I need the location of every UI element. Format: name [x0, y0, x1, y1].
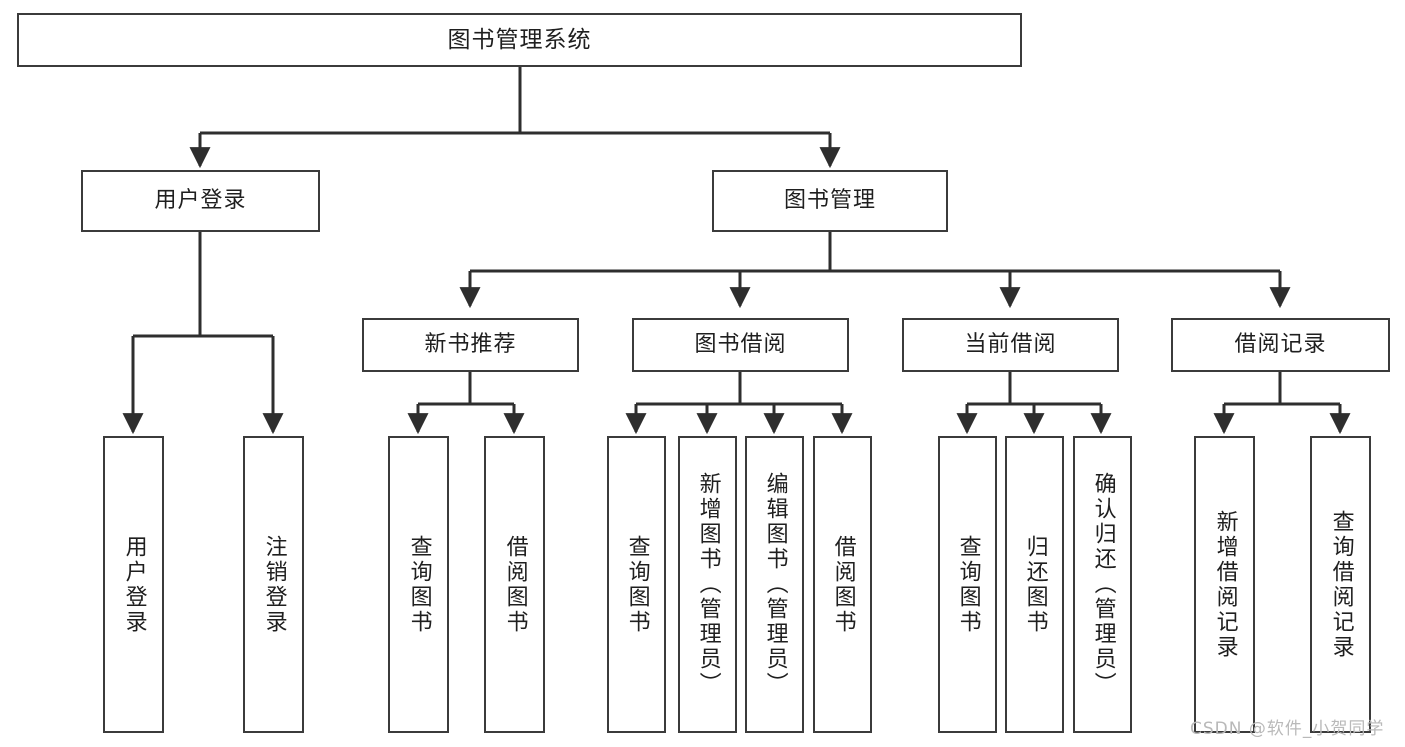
node-root-label: 图书管理系统 [447, 26, 592, 53]
node-leaf-add-borrow-record-label: 新增借阅记录 [1212, 509, 1238, 660]
node-leaf-edit-book-admin-label: 编辑图书（管理员） [762, 472, 788, 697]
node-root[interactable]: 图书管理系统 [17, 13, 1022, 67]
node-leaf-query-book-2-label: 查询图书 [624, 534, 650, 635]
node-leaf-confirm-return-admin[interactable]: 确认归还（管理员） [1073, 436, 1132, 733]
node-book-management[interactable]: 图书管理 [712, 170, 948, 232]
node-leaf-query-book-2[interactable]: 查询图书 [607, 436, 666, 733]
node-leaf-logout-login-label: 注销登录 [261, 534, 287, 635]
node-leaf-query-book-1-label: 查询图书 [406, 534, 432, 635]
node-leaf-add-book-admin[interactable]: 新增图书（管理员） [678, 436, 737, 733]
node-book-management-label: 图书管理 [783, 188, 876, 214]
node-borrow-record[interactable]: 借阅记录 [1171, 318, 1390, 372]
node-leaf-query-book-1[interactable]: 查询图书 [388, 436, 449, 733]
node-leaf-query-borrow-record[interactable]: 查询借阅记录 [1310, 436, 1371, 733]
node-new-book-recommend[interactable]: 新书推荐 [362, 318, 579, 372]
node-book-borrow-label: 图书借阅 [694, 332, 787, 358]
node-leaf-borrow-book-1-label: 借阅图书 [502, 534, 528, 635]
node-leaf-query-book-3-label: 查询图书 [955, 534, 981, 635]
node-leaf-borrow-book-1[interactable]: 借阅图书 [484, 436, 545, 733]
node-leaf-edit-book-admin[interactable]: 编辑图书（管理员） [745, 436, 804, 733]
node-leaf-confirm-return-admin-label: 确认归还（管理员） [1090, 472, 1116, 697]
node-leaf-borrow-book-2[interactable]: 借阅图书 [813, 436, 872, 733]
node-current-borrow[interactable]: 当前借阅 [902, 318, 1119, 372]
node-leaf-add-book-admin-label: 新增图书（管理员） [695, 472, 721, 697]
node-leaf-query-book-3[interactable]: 查询图书 [938, 436, 997, 733]
node-current-borrow-label: 当前借阅 [964, 332, 1057, 358]
node-user-login[interactable]: 用户登录 [81, 170, 320, 232]
node-leaf-user-login-label: 用户登录 [121, 534, 147, 635]
csdn-watermark: CSDN @软件_小贺同学 [1190, 719, 1385, 739]
node-user-login-label: 用户登录 [154, 188, 247, 214]
node-leaf-return-book[interactable]: 归还图书 [1005, 436, 1064, 733]
node-borrow-record-label: 借阅记录 [1234, 332, 1327, 358]
node-leaf-return-book-label: 归还图书 [1022, 534, 1048, 635]
node-book-borrow[interactable]: 图书借阅 [632, 318, 849, 372]
node-leaf-query-borrow-record-label: 查询借阅记录 [1328, 509, 1354, 660]
node-leaf-add-borrow-record[interactable]: 新增借阅记录 [1194, 436, 1255, 733]
node-leaf-logout-login[interactable]: 注销登录 [243, 436, 304, 733]
node-leaf-user-login[interactable]: 用户登录 [103, 436, 164, 733]
node-new-book-recommend-label: 新书推荐 [424, 332, 517, 358]
node-leaf-borrow-book-2-label: 借阅图书 [830, 534, 856, 635]
